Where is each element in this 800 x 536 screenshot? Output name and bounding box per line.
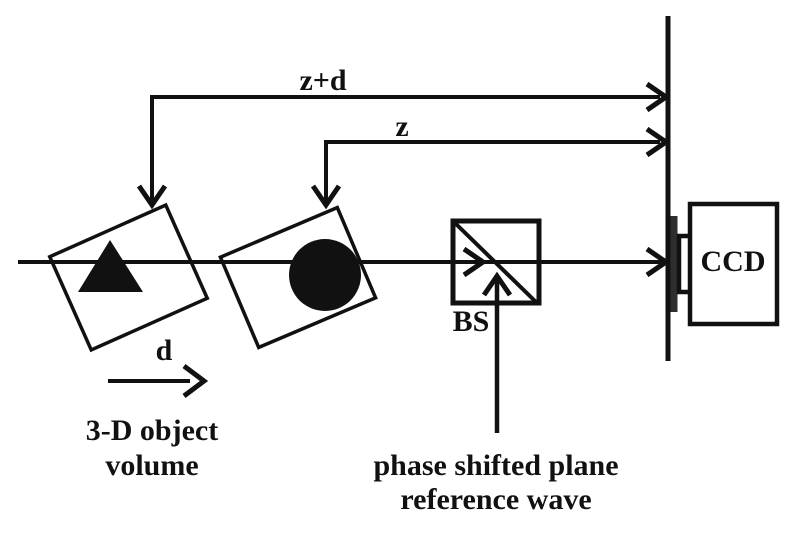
ccd-mount-bracket (676, 233, 691, 295)
circle-object (289, 239, 361, 311)
label-reference-wave-line1: phase shifted plane (373, 449, 619, 482)
z-plus-d-down-arrowhead-icon (136, 184, 168, 210)
label-reference-wave-line2: reference wave (400, 483, 592, 516)
z-plus-d-dimension-line (150, 95, 660, 203)
label-object-volume-line2: volume (105, 449, 199, 482)
label-ccd: CCD (700, 245, 766, 278)
d-shift-arrowhead-icon (182, 364, 209, 398)
label-d: d (155, 334, 173, 367)
optical-axis-arrowhead-icon (645, 246, 671, 278)
label-beam-splitter: BS (452, 305, 490, 338)
label-reference-wave: phase shifted plane reference wave (373, 449, 618, 517)
ccd-box (687, 201, 780, 327)
label-object-volume: 3-D object volume (86, 413, 218, 483)
triangle-object (78, 240, 143, 292)
z-right-arrowhead-icon (645, 126, 671, 158)
label-z: z (395, 110, 409, 143)
label-z-plus-d: z+d (299, 64, 347, 97)
beam-splitter-diagonal (453, 221, 539, 305)
object-plane-1 (47, 202, 210, 353)
z-down-arrowhead-icon (310, 184, 342, 210)
ccd-sensor-slab (670, 216, 678, 312)
reference-wave-up-arrowhead-icon (481, 271, 513, 297)
z-dimension-line (324, 140, 660, 203)
label-object-volume-line1: 3-D object (85, 414, 219, 447)
object-plane-2 (218, 205, 378, 350)
z-plus-d-right-arrowhead-icon (645, 81, 671, 113)
beam-splitter-axis-arrowhead-icon (462, 246, 488, 278)
